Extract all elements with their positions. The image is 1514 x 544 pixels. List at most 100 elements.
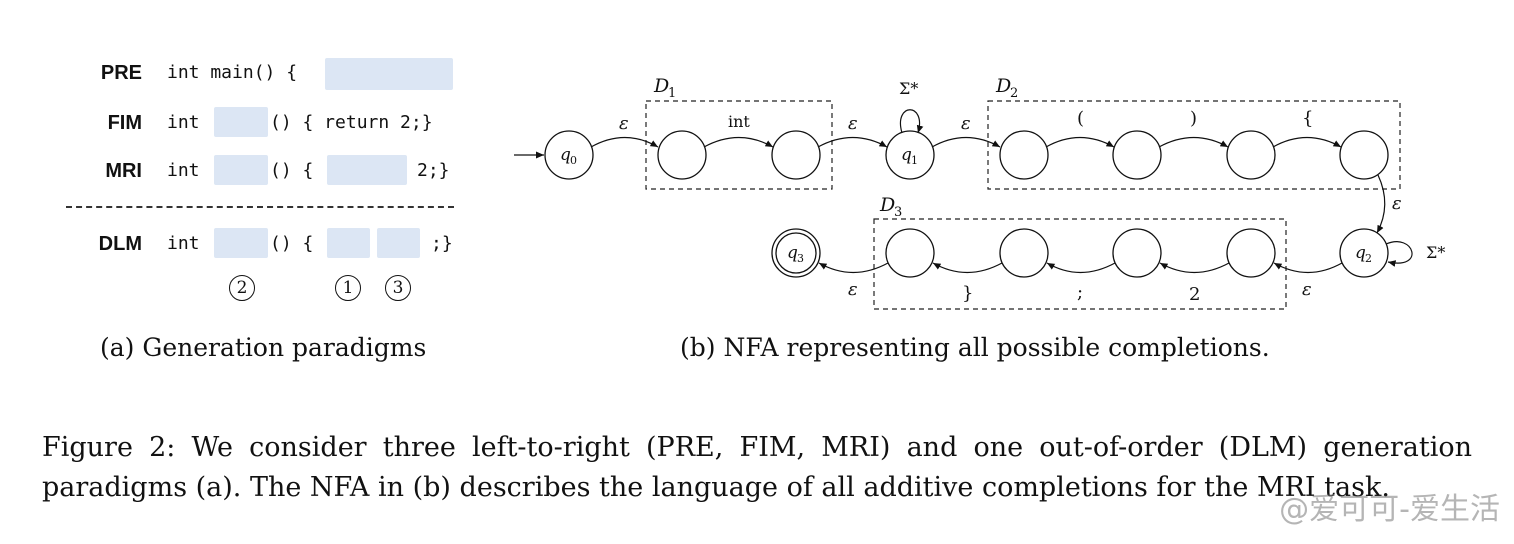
caption-sep2: , <box>796 432 822 463</box>
state-q3-outer <box>771 228 821 278</box>
caption-dlm: DLM <box>1229 432 1297 463</box>
state-d2-c <box>1226 130 1276 180</box>
state-q2-sub: 2 <box>1365 252 1372 265</box>
order-marker-2: 2 <box>229 275 255 301</box>
code-pre: int main() { <box>167 62 298 83</box>
edge-d2-2 <box>1158 137 1229 148</box>
edge-q1-d2 <box>931 137 1001 148</box>
state-d3-a <box>1226 228 1276 278</box>
state-q3-label: q <box>787 243 798 263</box>
hole-dlm-1 <box>214 228 268 258</box>
state-q1 <box>885 130 935 180</box>
caption-mri: MRI <box>821 432 880 463</box>
caption-part1: Figure 2: We consider three left-to-righ… <box>42 432 657 463</box>
loop-q2 <box>1385 241 1413 267</box>
code-mri-type: int <box>167 160 200 181</box>
box-d1 <box>645 100 833 190</box>
edge-d3-q3-label: ε <box>848 279 858 300</box>
hole-fim <box>214 107 268 137</box>
state-d1-a <box>657 130 707 180</box>
state-d1-b <box>771 130 821 180</box>
state-q0-label: q <box>560 145 571 165</box>
edge-d2-q2-label: ε <box>1392 193 1402 214</box>
label-d3: D <box>879 194 895 216</box>
row-label-mri: MRI <box>105 160 142 182</box>
edge-q0-d1 <box>590 137 659 148</box>
state-d2-d <box>1339 130 1389 180</box>
hole-mri-1 <box>214 155 268 185</box>
nfa-diagram: D 1 D 2 D 3 q 0 q 1 ε int ε ε ( ) <box>514 75 1445 310</box>
edge-q2-d3 <box>1273 262 1343 273</box>
state-q1-label: q <box>901 145 912 165</box>
edge-d3-1-label: 2 <box>1189 284 1200 305</box>
edge-d3-2 <box>1046 262 1116 273</box>
state-q3-inner <box>775 232 817 274</box>
caption-pre: PRE <box>656 432 715 463</box>
state-d2-a <box>999 130 1049 180</box>
edge-d2-3 <box>1272 137 1342 148</box>
watermark: @爱可可-爱生活 <box>1279 492 1500 527</box>
label-d1-sub: 1 <box>668 86 676 101</box>
row-label-dlm: DLM <box>98 233 142 255</box>
row-label-pre: PRE <box>100 62 142 84</box>
label-d1: D <box>653 75 669 97</box>
state-q2-label: q <box>1355 243 1366 263</box>
edge-d2-q2 <box>1376 174 1386 234</box>
edge-d2-1 <box>1045 137 1115 148</box>
edge-d1-int <box>703 137 774 148</box>
caption-part3: ) generation paradigms (a). The NFA in (… <box>42 432 1472 503</box>
state-d2-b <box>1112 130 1162 180</box>
edge-q2-d3-label: ε <box>1302 279 1312 300</box>
order-marker-1: 1 <box>335 275 361 301</box>
row-label-fim: FIM <box>107 112 142 134</box>
figure-caption: Figure 2: We consider three left-to-righ… <box>42 428 1472 508</box>
code-fim-rest: () { return 2;} <box>270 112 433 133</box>
code-fim-type: int <box>167 112 200 133</box>
caption-sep1: , <box>714 432 740 463</box>
subcaption-b: (b) NFA representing all possible comple… <box>680 333 1270 362</box>
edge-d1-q1-label: ε <box>848 113 858 134</box>
code-dlm-mid: () { <box>270 233 314 254</box>
edge-d3-q3 <box>818 262 889 273</box>
edge-d3-3 <box>932 262 1003 273</box>
label-d2: D <box>995 75 1011 97</box>
edge-d2-3-label: { <box>1302 108 1313 129</box>
hole-mri-2 <box>327 155 407 185</box>
edge-d1-q1 <box>817 137 888 148</box>
state-q2 <box>1339 228 1389 278</box>
edge-d3-3-label: } <box>962 283 973 304</box>
edge-q0-d1-label: ε <box>619 113 629 134</box>
subcaption-a: (a) Generation paradigms <box>100 333 427 362</box>
box-d3 <box>873 218 1287 310</box>
state-q3-sub: 3 <box>797 252 804 265</box>
state-d3-b <box>1112 228 1162 278</box>
code-dlm-end: ;} <box>431 233 453 254</box>
state-q1-sub: 1 <box>911 154 918 167</box>
order-marker-3: 3 <box>385 275 411 301</box>
label-d3-sub: 3 <box>894 205 902 220</box>
state-d3-c <box>999 228 1049 278</box>
code-dlm-type: int <box>167 233 200 254</box>
edge-d2-2-label: ) <box>1190 108 1197 129</box>
loop-q2-label: Σ* <box>1426 243 1445 262</box>
box-d2 <box>987 100 1401 190</box>
caption-mri-2: MRI <box>1256 472 1316 503</box>
code-mri-mid: () { <box>270 160 314 181</box>
divider <box>66 206 454 208</box>
code-mri-end: 2;} <box>417 160 450 181</box>
loop-q1 <box>899 109 924 134</box>
edge-d3-2-label: ; <box>1077 282 1083 303</box>
edge-q1-d2-label: ε <box>961 113 971 134</box>
edge-d1-int-label: int <box>728 112 750 131</box>
edge-d3-1 <box>1159 262 1230 273</box>
loop-q1-label: Σ* <box>899 79 918 98</box>
hole-pre <box>325 58 453 90</box>
hole-dlm-3 <box>377 228 420 258</box>
edge-d2-1-label: ( <box>1077 108 1084 129</box>
caption-fim: FIM <box>739 432 797 463</box>
state-q0-sub: 0 <box>570 154 577 167</box>
hole-dlm-2 <box>327 228 370 258</box>
caption-part2: ) and one out-of-order ( <box>879 432 1230 463</box>
label-d2-sub: 2 <box>1010 86 1018 101</box>
